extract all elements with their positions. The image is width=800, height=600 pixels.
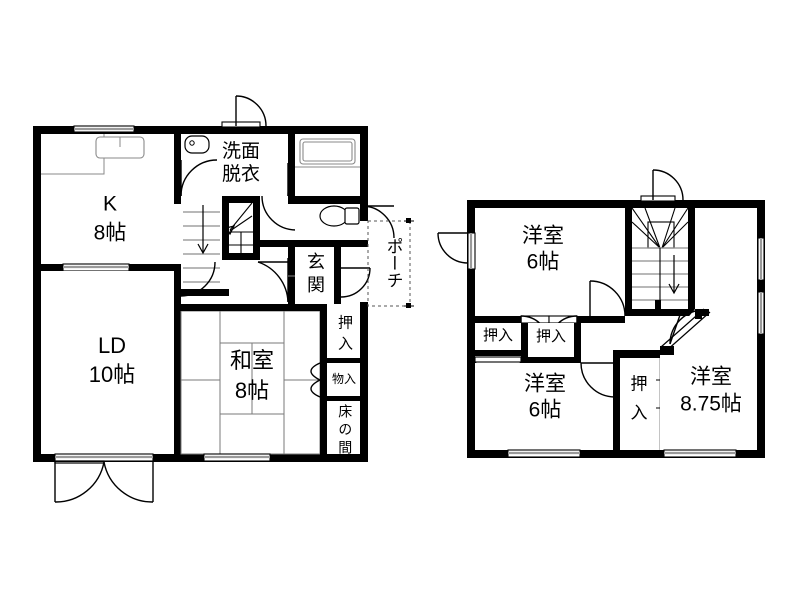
wall-hall-stair <box>222 253 260 260</box>
floor1-outer-walls <box>33 126 368 462</box>
porch-dimension-marks <box>404 218 414 308</box>
room-yoshitsu-bottom: 洋室 6帖 <box>475 357 620 458</box>
door-yoshitsu-bottom-hall <box>580 362 616 398</box>
yoshitsu-bottom-label-size: 6帖 <box>529 399 562 422</box>
tokonoma-label-1: 床 <box>337 404 353 418</box>
door-stair-corridor <box>180 261 216 297</box>
senmen-label-2: 脱衣 <box>222 163 260 185</box>
door-corridor-washroom <box>261 195 297 231</box>
washitsu-label-name: 和室 <box>230 348 274 373</box>
room-washitsu: 和室 8帖 <box>174 304 322 462</box>
door-genkan-hall <box>257 258 289 303</box>
stairs-1f <box>174 196 260 297</box>
door-stair-top-2f <box>640 169 684 202</box>
yoshitsu-right-label-name: 洋室 <box>690 366 732 389</box>
room-living-dining: LD 10帖 <box>41 271 174 503</box>
genkan-label-2: 関 <box>307 275 325 295</box>
tokonoma-label-3: 間 <box>337 440 353 455</box>
room-kitchen: K 8帖 <box>33 125 174 272</box>
tokonoma-label-2: の <box>337 422 353 436</box>
area-porch: ポーチ <box>367 218 414 308</box>
kitchen-label-name: K <box>103 193 117 216</box>
door-toilet <box>361 205 395 239</box>
genkan-label-1: 玄 <box>307 252 325 272</box>
ld-label-size: 10帖 <box>89 362 135 387</box>
door-yoshitsu-top-hall <box>589 280 626 317</box>
door-washroom-top <box>221 95 267 128</box>
window-yoshitsu-right-bottom <box>663 449 737 458</box>
yoshitsu-top-label-size: 6帖 <box>527 251 560 274</box>
closet-oshiire-b: 押入 <box>521 323 581 363</box>
kitchen-label-size: 8帖 <box>94 222 127 245</box>
oshiire-a-label: 押入 <box>483 327 513 344</box>
yoshitsu-bottom-label-name: 洋室 <box>524 373 566 396</box>
window-ld-bottom <box>54 453 154 462</box>
arrow-down-icon-2f <box>668 255 680 295</box>
bathtub-icon <box>299 138 356 165</box>
senmen-label-1: 洗面 <box>222 140 260 162</box>
window-yoshitsu-right-lower <box>757 291 765 335</box>
ld-label-name: LD <box>98 333 126 358</box>
toilet-icon <box>319 205 360 227</box>
floor-1-plan: K 8帖 LD 10帖 <box>33 95 414 503</box>
door-ld-exterior-right <box>103 461 154 503</box>
stairs-2f <box>625 169 695 316</box>
wall-hall-toilet <box>260 240 290 247</box>
room-genkan: 玄 関 <box>257 247 371 304</box>
room-toilet <box>288 204 395 247</box>
window-yoshitsu-top-left <box>437 232 476 270</box>
door-yoshitsu-right <box>669 309 705 345</box>
oshiire-b-label: 押入 <box>536 328 566 345</box>
kitchen-counter-icon <box>95 136 145 159</box>
oshiire-1f-label-2: 入 <box>336 336 353 351</box>
yoshitsu-right-label-size: 8.75帖 <box>680 393 742 416</box>
door-mono-ire <box>310 362 322 398</box>
oshiire-c-label-1: 押 <box>628 374 648 392</box>
stair-winder-2f <box>631 207 689 249</box>
closet-column-1f: 押 入 物入 床 の 間 <box>310 304 368 462</box>
arrow-down-icon-1f <box>197 205 209 255</box>
room-bath <box>288 126 368 204</box>
room-yoshitsu-right: 洋室 8.75帖 <box>660 208 765 458</box>
window-kitchen-bottom <box>62 263 130 272</box>
window-washitsu-bottom <box>203 453 271 462</box>
window-yoshitsu-bottom <box>507 449 581 458</box>
window-yoshitsu-right-upper <box>757 237 765 281</box>
yoshitsu-top-label-name: 洋室 <box>522 225 564 248</box>
oshiire-1f-label-1: 押 <box>336 315 353 331</box>
wall-ld-right <box>174 264 181 462</box>
oshiire-c-label-2: 入 <box>628 404 648 421</box>
floor-2-plan: 洋室 6帖 <box>437 169 765 458</box>
door-washroom-hall <box>180 159 218 197</box>
room-senmen-datsui: 洗面 脱衣 <box>174 95 322 231</box>
door-genkan-entry <box>340 267 371 298</box>
window-kitchen-top <box>73 125 135 133</box>
sink-icon <box>184 135 210 154</box>
mono-ire-label: 物入 <box>332 372 356 386</box>
washitsu-label-size: 8帖 <box>235 378 269 403</box>
porch-label: ポーチ <box>384 237 403 288</box>
